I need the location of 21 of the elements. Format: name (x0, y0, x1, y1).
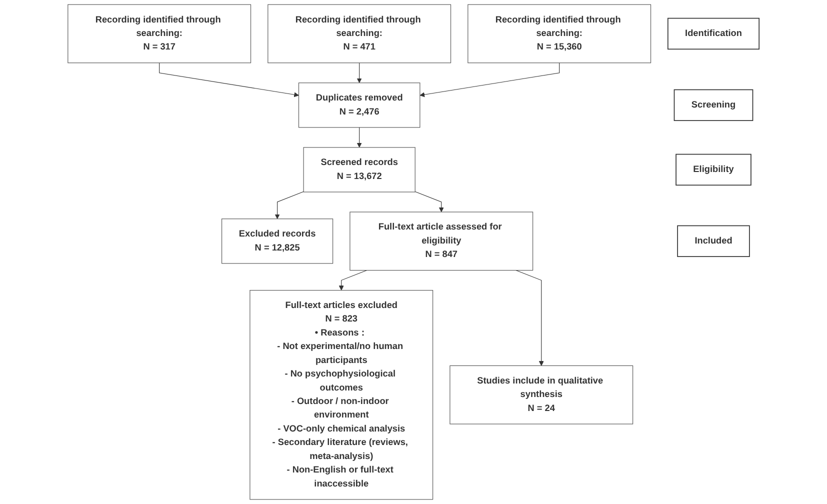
node-box: Recording identified through searching: N = 471 (268, 4, 452, 64)
node-box: Recording identified through searching: N = 317 (68, 4, 252, 64)
arrow (420, 62, 560, 98)
node-box: Studies include in qualitative synthesis N = 24 (450, 365, 634, 424)
arrow (516, 270, 544, 366)
node-box: Eligibility (676, 154, 752, 186)
node-box: Screening (674, 89, 754, 121)
node-box: Full-text articles excluded N = 823 • Reasons： - Not experimental/no human participants - No psychophysiological outcomes - Outdoor / non-indoor environment - VOC-only chemical analysis - Secondary literature (reviews, meta-analysis) - Non-English or full-text inaccessible (250, 290, 434, 500)
arrow (356, 127, 362, 148)
node-box: Full-text article assessed for eligibility N = 847 (350, 212, 534, 271)
node-box: Included (677, 225, 750, 257)
node-box: Identification (667, 18, 760, 50)
node-box: Excluded records N = 12,825 (222, 218, 334, 264)
arrow (338, 270, 368, 291)
arrow (159, 62, 299, 98)
arrow (414, 191, 444, 212)
node-box: Screened records N = 13,672 (303, 147, 416, 192)
arrow (356, 62, 362, 84)
node-box: Duplicates removed N = 2,476 (298, 82, 420, 128)
node-box: Recording identified through searching: N = 15,360 (468, 4, 652, 64)
arrow (274, 191, 304, 220)
